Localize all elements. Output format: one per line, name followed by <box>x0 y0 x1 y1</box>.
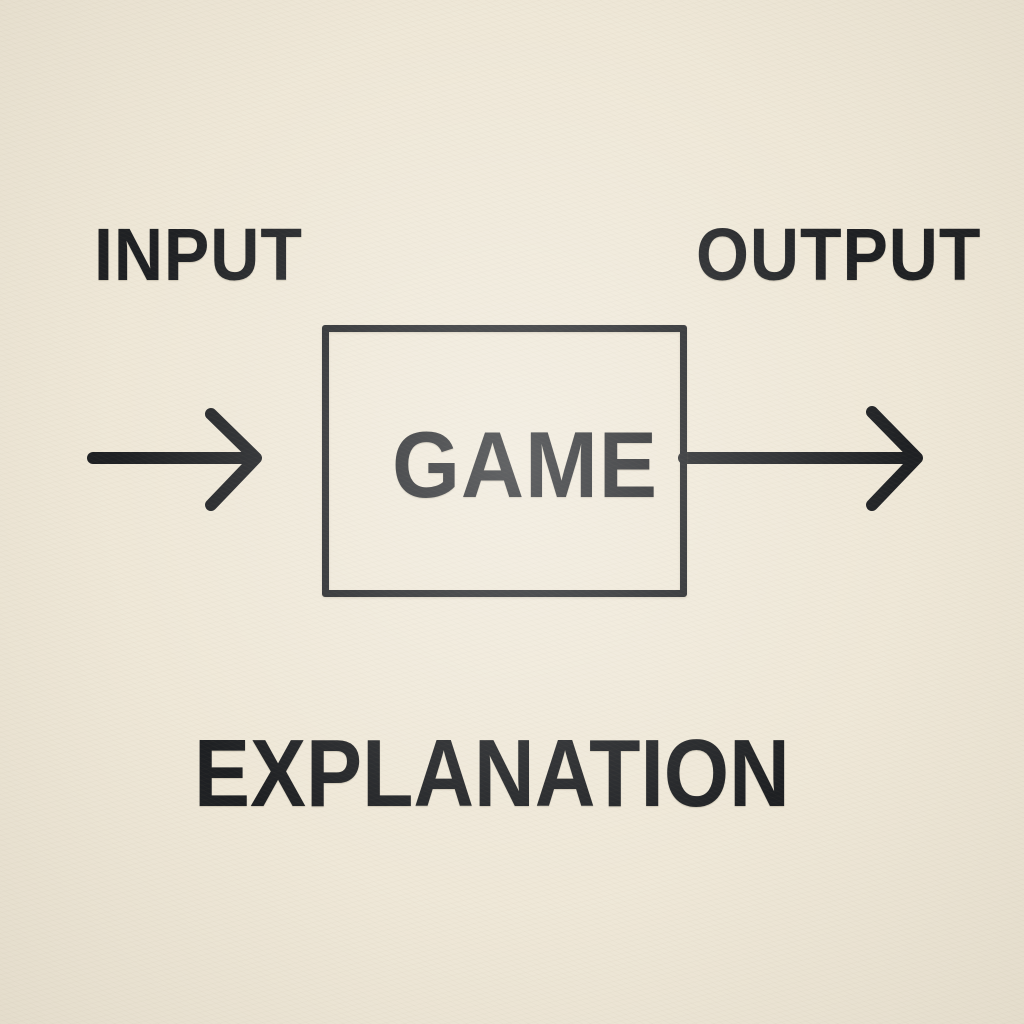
input-label: INPUT <box>94 213 303 296</box>
output-label: OUTPUT <box>696 213 982 296</box>
game-box-label: GAME <box>392 412 658 517</box>
output-arrow-icon <box>678 406 923 511</box>
input-arrow-icon <box>87 408 262 511</box>
explanation-caption: EXPLANATION <box>194 720 790 827</box>
game-box <box>322 325 687 597</box>
